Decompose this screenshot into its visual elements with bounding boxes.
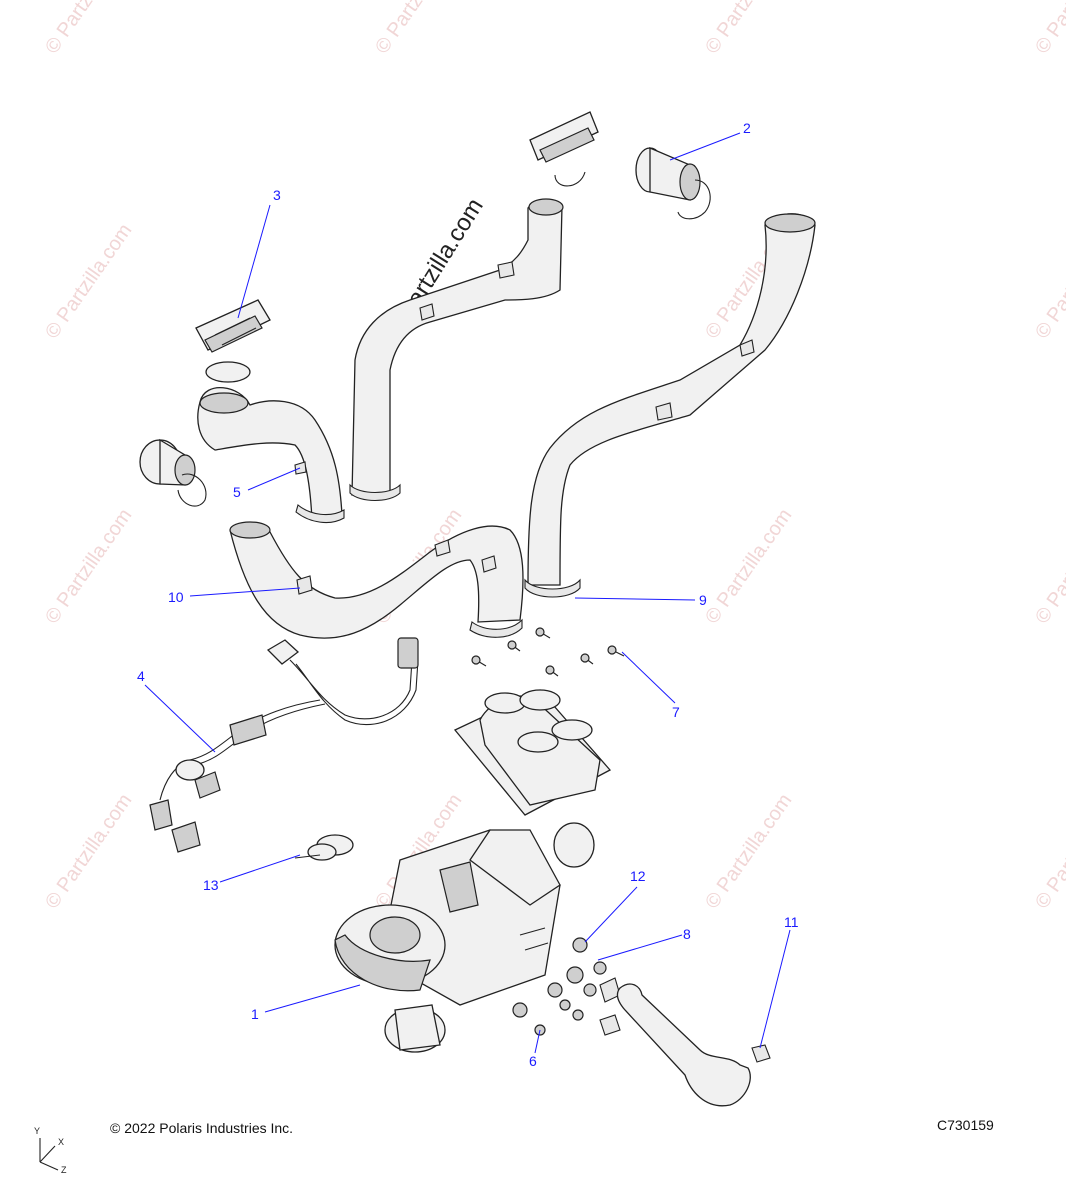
axis-triad: Y X Z: [34, 1126, 67, 1175]
watermark-text: © Partzilla.com: [701, 0, 796, 58]
part-10-duct-lower: [229, 521, 524, 639]
part-2-adapter-left: [139, 438, 207, 507]
watermark-text: © Partzilla.com: [371, 0, 466, 58]
callout-2: 2: [743, 120, 751, 136]
callout-13: 13: [203, 877, 219, 893]
part-4-wire-harness: [149, 637, 419, 853]
callout-1: 1: [251, 1006, 259, 1022]
watermark-text: © Partzilla.com: [41, 0, 136, 58]
callout-labels: 1 2 3 4 5 6 7 8 9 10 11 12 13: [137, 120, 799, 1069]
watermark-text: © Partzilla.com: [41, 790, 136, 913]
watermark-text: © Partzilla.com: [1031, 0, 1066, 58]
callout-6: 6: [529, 1053, 537, 1069]
part-13-tie-strap: [294, 834, 354, 861]
part-12-8-6-fittings: [512, 937, 621, 1036]
callout-leaders: [144, 132, 791, 1054]
axis-x-label: X: [58, 1137, 64, 1147]
callout-10: 10: [168, 589, 184, 605]
part-3-vent-center: [529, 111, 599, 187]
duct-upper-left: [197, 386, 345, 524]
outlet-box: [453, 689, 612, 816]
axis-y-label: Y: [34, 1126, 40, 1136]
callout-12: 12: [630, 868, 646, 884]
part-11-hose: [616, 983, 771, 1107]
duct-upper-center: [349, 198, 564, 502]
part-3-vent-left: [195, 299, 271, 383]
watermark-text: © Partzilla.com: [41, 220, 136, 343]
watermark-text: © Partzilla.com: [41, 505, 136, 628]
watermark-text: © Partzilla.com: [1031, 505, 1066, 628]
drawing-code: C730159: [937, 1117, 994, 1133]
part-1-heater-blower: [334, 822, 595, 1053]
callout-9: 9: [699, 592, 707, 608]
callout-11: 11: [784, 914, 799, 930]
part-9-duct-right: [524, 213, 816, 598]
watermark-text: © Partzilla.com: [1031, 790, 1066, 913]
watermark-text: © Partzilla.com: [1031, 220, 1066, 343]
part-7-screws: [471, 627, 625, 677]
watermark-text: © Partzilla.com: [701, 790, 796, 913]
part-2-adapter-right: [635, 147, 711, 220]
callout-8: 8: [683, 926, 691, 942]
axis-z-label: Z: [61, 1165, 67, 1175]
callout-3: 3: [273, 187, 281, 203]
copyright-notice: © 2022 Polaris Industries Inc.: [110, 1120, 294, 1136]
callout-4: 4: [137, 668, 145, 684]
callout-7: 7: [672, 704, 680, 720]
callout-5: 5: [233, 484, 241, 500]
watermark-text: © Partzilla.com: [701, 505, 796, 628]
